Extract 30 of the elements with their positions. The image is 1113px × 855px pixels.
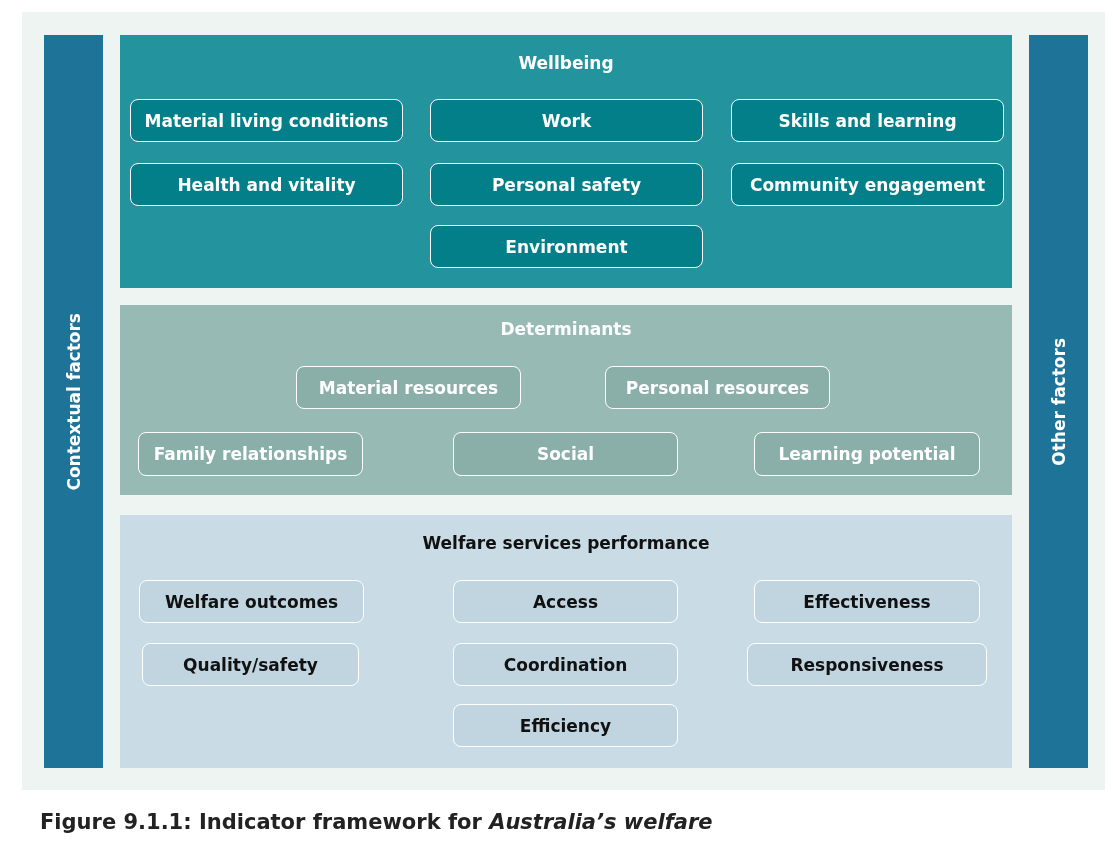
side-band — [44, 35, 103, 768]
indicator-box: Personal resources — [605, 366, 830, 409]
indicator-box: Community engagement — [731, 163, 1004, 206]
indicator-box: Material living conditions — [130, 99, 403, 142]
indicator-box: Personal safety — [430, 163, 703, 206]
indicator-box: Welfare outcomes — [139, 580, 364, 623]
indicator-box: Quality/safety — [142, 643, 359, 686]
indicator-box: Work — [430, 99, 703, 142]
indicator-box: Skills and learning — [731, 99, 1004, 142]
indicator-box: Family relationships — [138, 432, 363, 476]
indicator-box: Environment — [430, 225, 703, 268]
indicator-box: Material resources — [296, 366, 521, 409]
section-panel — [120, 515, 1012, 768]
band-label: Contextual factors — [63, 312, 84, 491]
indicator-box: Effectiveness — [754, 580, 980, 623]
side-band — [1029, 35, 1088, 768]
band-label: Other factors — [1048, 337, 1069, 466]
panel-heading: Determinants — [499, 319, 633, 339]
indicator-box: Learning potential — [754, 432, 980, 476]
section-panel — [120, 305, 1012, 495]
indicator-box: Coordination — [453, 643, 678, 686]
panel-heading: Welfare services performance — [421, 533, 711, 553]
figure-caption: Figure 9.1.1: Indicator framework for Australia’s welfare — [40, 810, 713, 834]
panel-heading: Wellbeing — [517, 53, 615, 73]
indicator-box: Access — [453, 580, 678, 623]
indicator-box: Social — [453, 432, 678, 476]
section-panel — [120, 35, 1012, 288]
indicator-box: Responsiveness — [747, 643, 987, 686]
indicator-box: Health and vitality — [130, 163, 403, 206]
indicator-box: Efficiency — [453, 704, 678, 747]
